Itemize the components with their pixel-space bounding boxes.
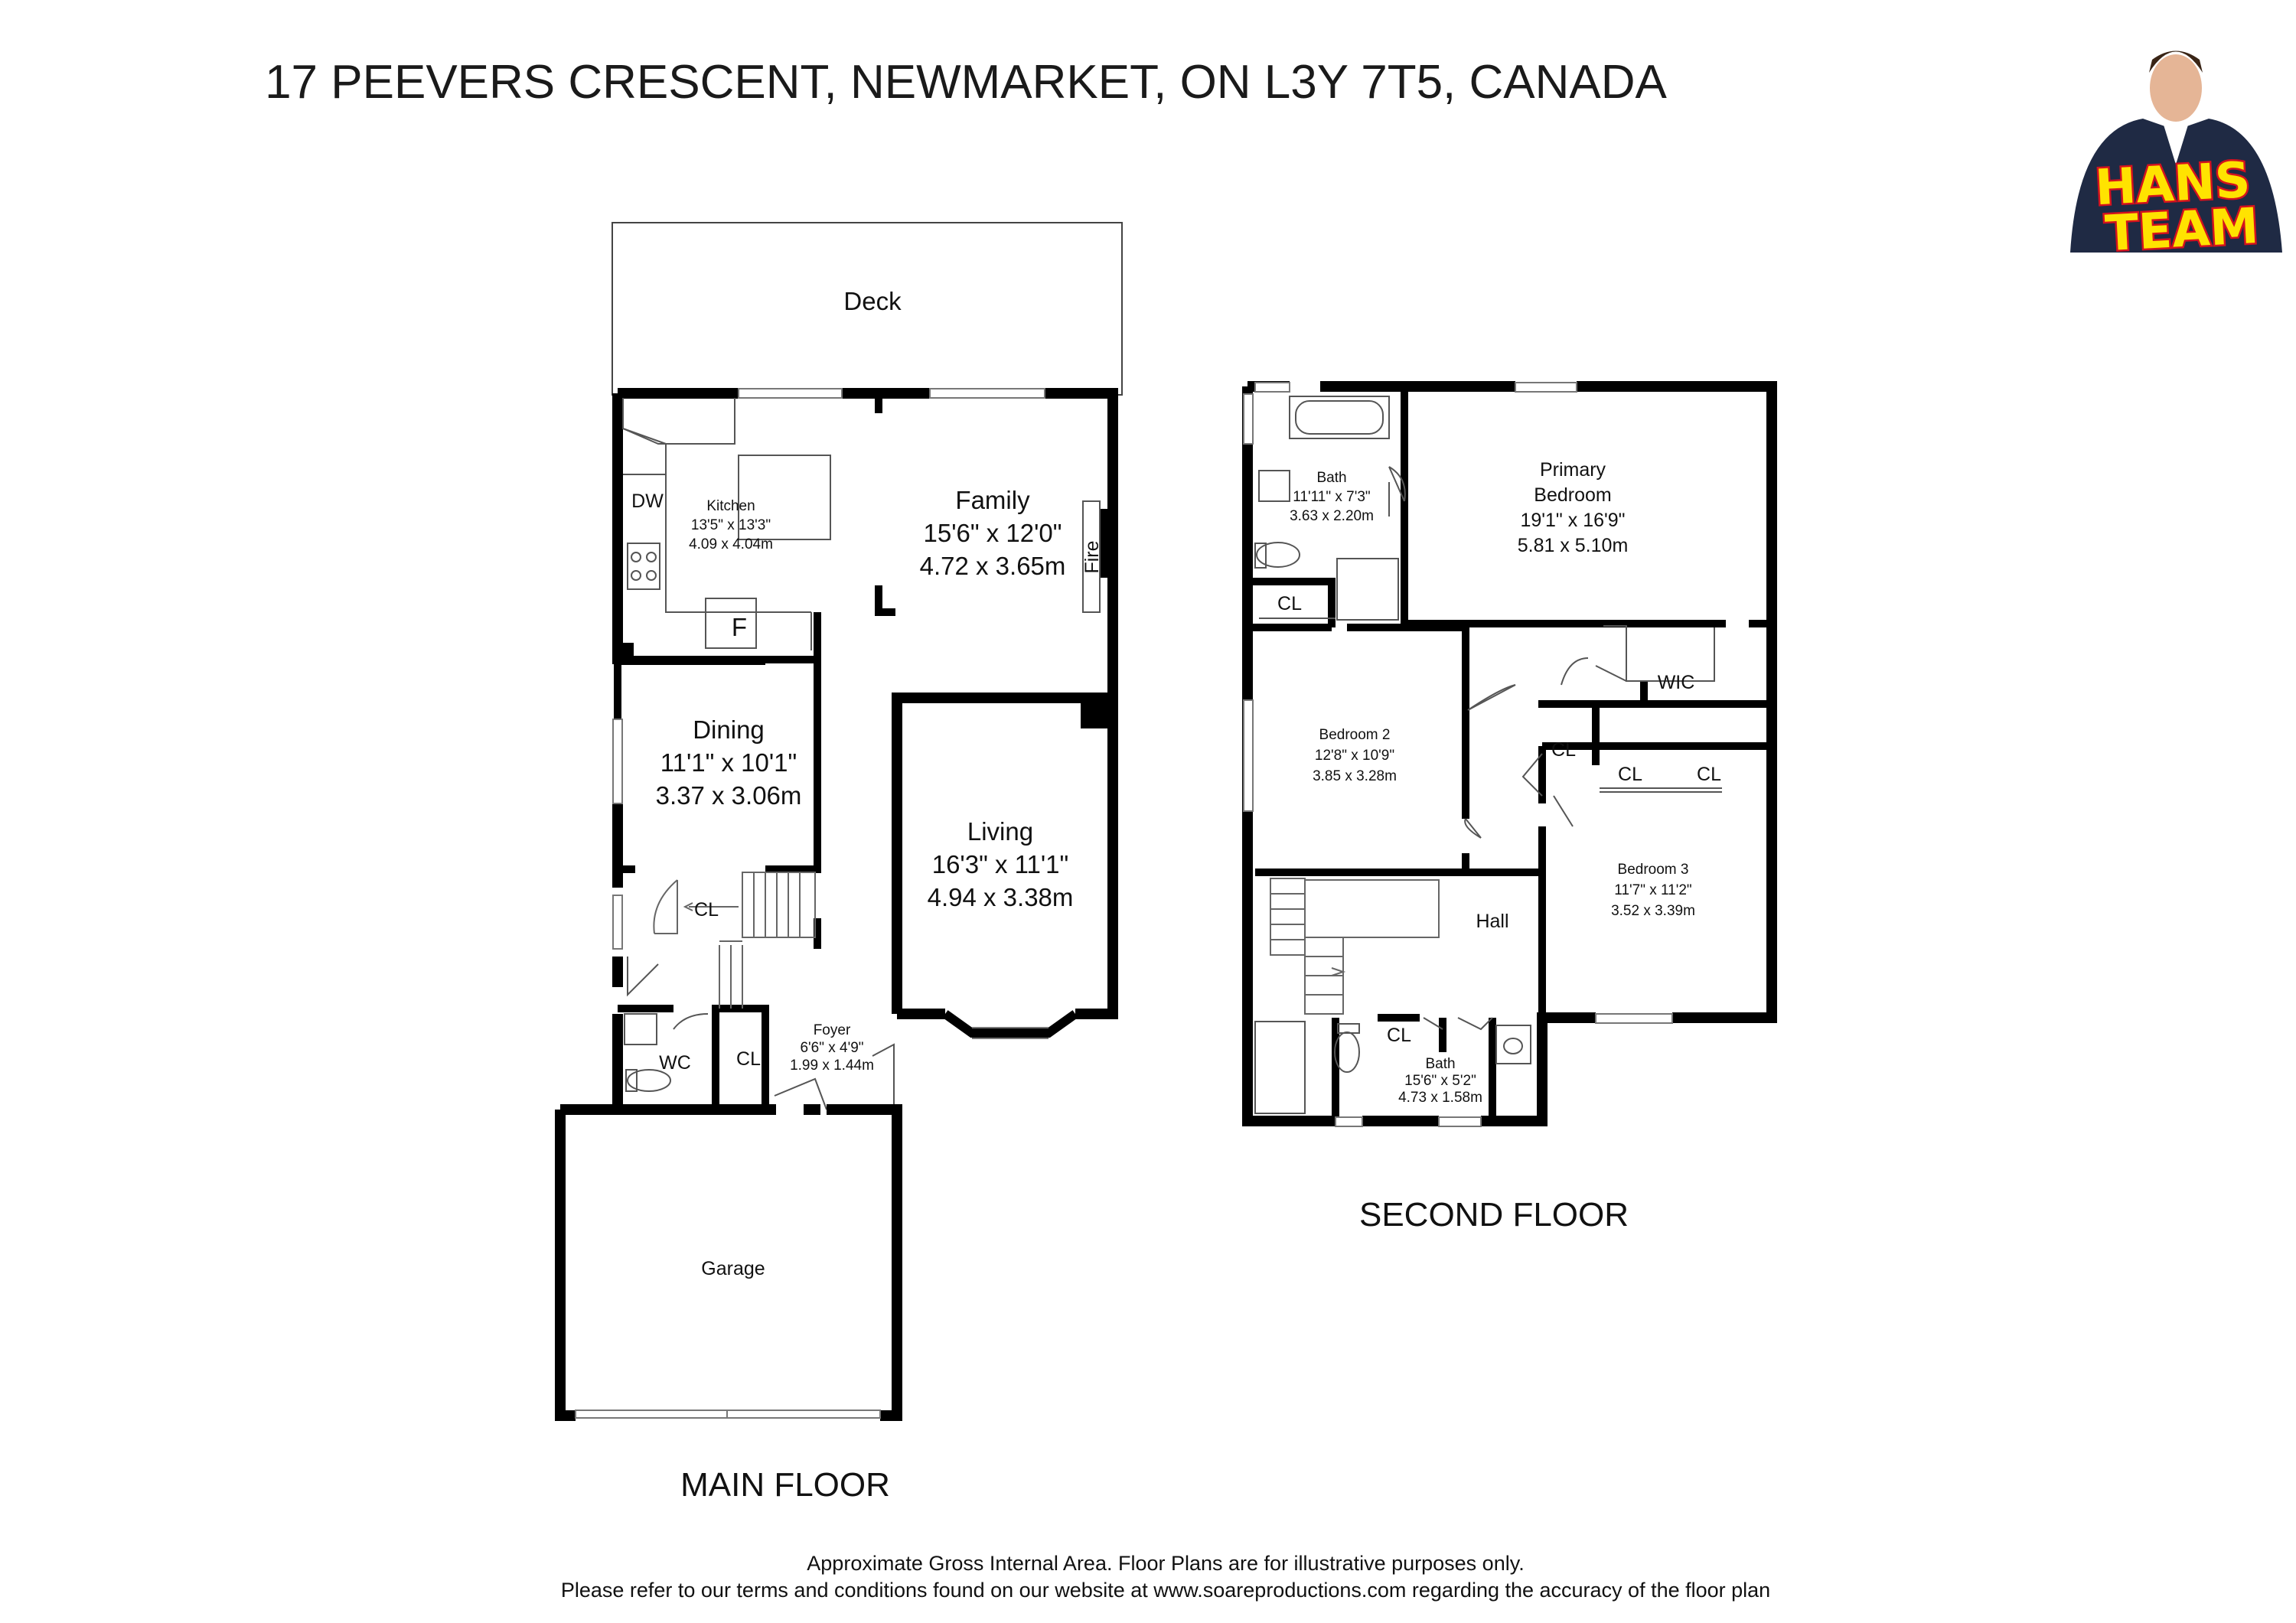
bath2-label: Bath [1425,1056,1455,1072]
hall-closet-label: CL [1551,739,1576,761]
disclaimer-line1: Approximate Gross Internal Area. Floor P… [807,1552,1524,1575]
hall-label: Hall [1476,911,1508,932]
dining-imperial: 11'1" x 10'1" [660,748,797,777]
living-bay-window [942,1010,1078,1038]
bath2-metric: 4.73 x 1.58m [1398,1090,1482,1106]
bedroom3-metric: 3.52 x 3.39m [1611,903,1695,919]
dining-label: Dining [693,715,765,744]
kitchen-imperial: 13'5" x 13'3" [691,517,771,533]
wc-label: WC [659,1052,691,1074]
fridge-label: F [732,613,747,641]
bed3-closet-b-label: CL [1697,764,1721,785]
kitchen-label: Kitchen [706,498,755,514]
primary-imperial: 19'1" x 16'9" [1520,510,1625,531]
bedroom3-label: Bedroom 3 [1618,862,1689,878]
bath1-imperial: 11'11" x 7'3" [1293,489,1370,505]
primary-metric: 5.81 x 5.10m [1518,535,1629,556]
bath1-metric: 3.63 x 2.20m [1290,508,1374,524]
address-title: 17 PEEVERS CRESCENT, NEWMARKET, ON L3Y 7… [265,56,1667,109]
bedroom2-metric: 3.85 x 3.28m [1313,768,1397,784]
bath2-imperial: 15'6" x 5'2" [1404,1073,1476,1089]
fire-label: Fire [1081,540,1103,573]
foyer-metric: 1.99 x 1.44m [790,1058,874,1074]
foyer-label: Foyer [814,1022,851,1038]
hans-team-logo: HANS TEAM [2070,51,2282,265]
bedroom2-imperial: 12'8" x 10'9" [1315,748,1394,764]
linen-closet-label: CL [1277,593,1302,614]
garage-label: Garage [701,1258,765,1279]
kitchen-metric: 4.09 x 4.04m [689,536,773,552]
bedroom2-label: Bedroom 2 [1319,727,1391,743]
dw-label: DW [631,490,664,512]
living-imperial: 16'3" x 11'1" [932,850,1069,878]
stair-closet-label: CL [694,899,719,921]
bedroom3-imperial: 11'7" x 11'2" [1614,882,1691,898]
logo-text-line1: HANS [2094,152,2252,217]
bath1-label: Bath [1316,470,1346,486]
family-metric: 4.72 x 3.65m [920,552,1066,580]
main-floor-label: MAIN FLOOR [680,1466,890,1504]
family-label: Family [955,486,1030,514]
deck-label: Deck [843,287,902,315]
second-floor-label: SECOND FLOOR [1359,1196,1629,1234]
second-floor-plan: Bath 11'11" x 7'3" 3.63 x 2.20m Primary … [1242,381,1777,1234]
family-imperial: 15'6" x 12'0" [924,519,1062,547]
dining-metric: 3.37 x 3.06m [656,781,802,810]
primary-label-line1: Primary [1540,459,1606,481]
bath2-closet-label: CL [1387,1025,1411,1046]
bed3-closet-a-label: CL [1618,764,1642,785]
primary-label-line2: Bedroom [1534,484,1611,506]
foyer-closet-label: CL [736,1048,761,1070]
living-metric: 4.94 x 3.38m [928,883,1074,911]
main-floor-plan: Deck DW Kitchen 13'5" x 13'3" 4.09 x 4.0… [555,222,1123,1504]
wic-label: WIC [1658,672,1695,693]
living-label: Living [967,817,1033,846]
foyer-imperial: 6'6" x 4'9" [800,1040,863,1056]
logo-text-line2: TEAM [2104,198,2260,262]
disclaimer-line2: Please refer to our terms and conditions… [561,1579,1770,1602]
